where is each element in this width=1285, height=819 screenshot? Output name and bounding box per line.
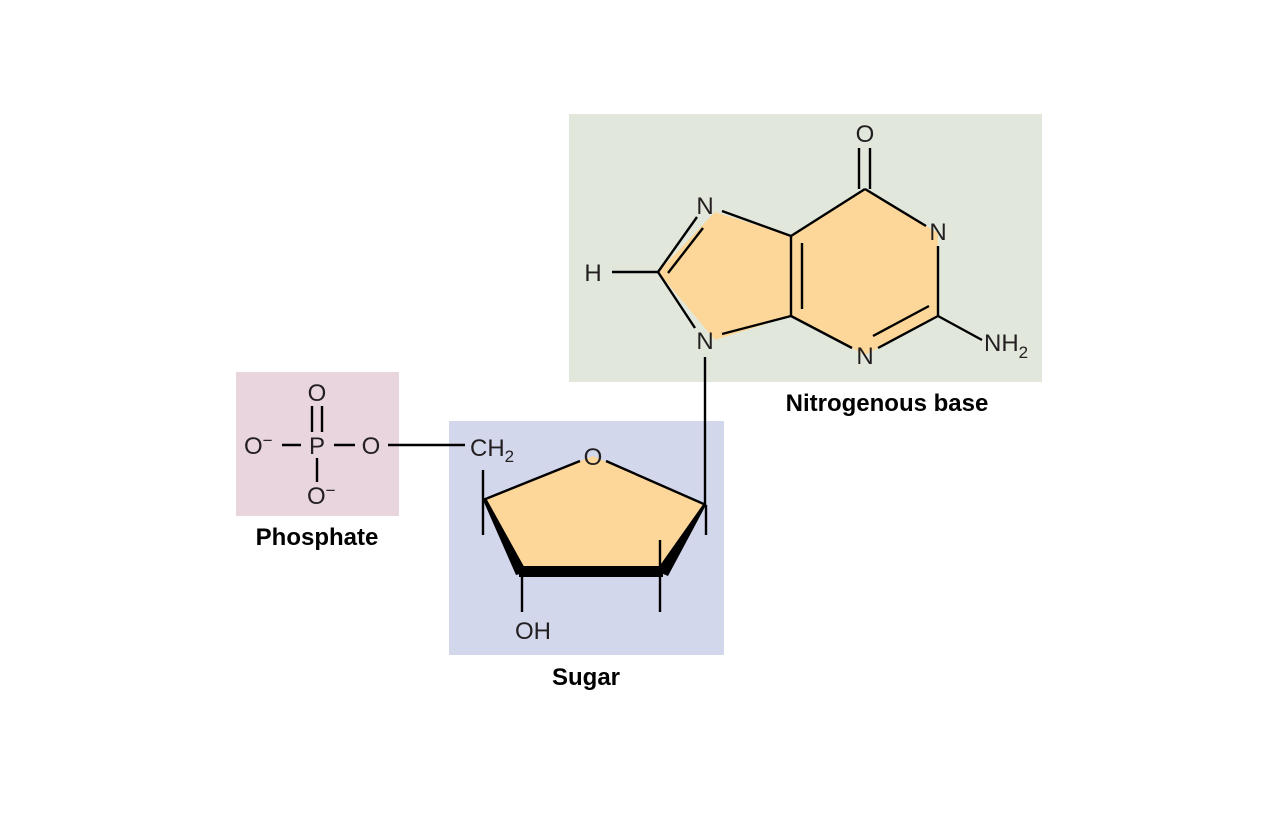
atom-p-o-right: O (362, 433, 381, 460)
atom-nh2: NH2 (984, 330, 1028, 362)
sugar-structure: O CH2 OH (470, 435, 708, 645)
wedge-c4prime-c3prime (483, 498, 527, 575)
bond-o-c1prime (605, 459, 707, 507)
bond-c6-n1 (864, 187, 927, 228)
atom-h: H (584, 260, 601, 287)
bond-n7-c5 (721, 209, 792, 238)
bond-c8-n9 (656, 271, 697, 329)
phosphate-region (236, 372, 399, 516)
bond-n9-c4 (721, 314, 792, 336)
atom-o-carbonyl: O (856, 121, 875, 148)
bond-c2-n3 (877, 314, 939, 350)
atom-oh: OH (515, 618, 551, 645)
atom-p-o-bottom: O− (307, 481, 336, 510)
wedge-c3prime-c2prime (519, 566, 663, 577)
sugar-ring-fill (483, 456, 706, 572)
atom-p-o-left: O− (244, 431, 273, 460)
phosphate-structure: O O− P O O− (244, 380, 380, 510)
atom-ch2-subscript: 2 (505, 447, 514, 466)
wedge-c2prime-c1prime (656, 503, 706, 576)
atom-n1: N (929, 219, 946, 246)
atom-ring-o: O (584, 444, 603, 471)
caption-sugar: Sugar (552, 664, 620, 691)
bond-c4prime-o (482, 459, 581, 502)
pyrimidine-ring-fill (791, 189, 938, 355)
bond-c2-nh2 (937, 314, 983, 342)
bond-c5-c6 (790, 187, 866, 238)
atom-n3: N (856, 343, 873, 370)
atom-nh2-subscript: 2 (1019, 343, 1028, 362)
bond-n3-c4 (790, 314, 853, 350)
atom-n7: N (696, 193, 713, 220)
atom-p-o-bottom-charge: − (326, 481, 336, 500)
atom-n9: N (696, 328, 713, 355)
atom-ch2-main: CH (470, 435, 505, 462)
bond-n7-c8-double (667, 227, 704, 274)
atom-nh2-main: NH (984, 330, 1019, 357)
nitrogenous-base-structure: O N N H N N NH2 (584, 121, 1028, 370)
caption-nitrogenous-base: Nitrogenous base (786, 390, 989, 417)
atom-ch2: CH2 (470, 435, 514, 466)
atom-p-o-left-main: O (244, 433, 263, 460)
atom-p-o-bottom-main: O (307, 483, 326, 510)
bond-c2-n3-double (872, 304, 930, 338)
atom-p-o-top: O (308, 380, 327, 407)
atom-p: P (309, 433, 325, 460)
bond-n7-c8 (657, 216, 698, 273)
caption-phosphate: Phosphate (256, 524, 379, 551)
atom-p-o-left-charge: − (263, 431, 273, 450)
